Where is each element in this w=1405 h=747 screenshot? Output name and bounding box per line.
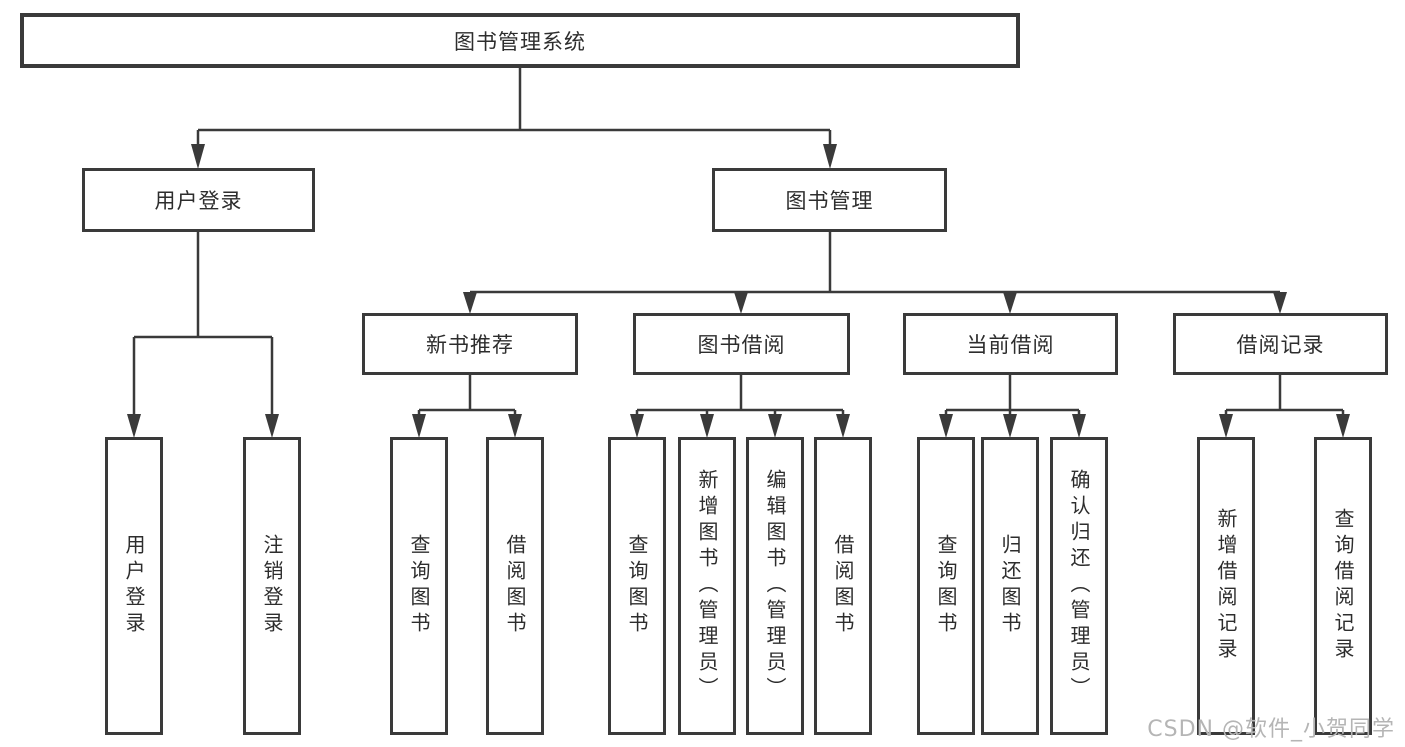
node-label: 新增图书（管理员）: [695, 469, 719, 703]
node-book-management: 图书管理: [712, 168, 947, 232]
arrow-down-icon: [1072, 414, 1086, 438]
node-label: 用户登录: [122, 534, 146, 638]
node-label: 借阅图书: [831, 534, 855, 638]
node-label: 新增借阅记录: [1214, 508, 1238, 664]
node-label: 归还图书: [998, 534, 1022, 638]
node-label: 用户登录: [154, 189, 243, 213]
arrow-down-icon: [265, 414, 279, 438]
node-leaf-borrow-books-2: 借阅图书: [814, 437, 872, 735]
connector-user-login-children: [127, 232, 279, 438]
arrow-down-icon: [700, 414, 714, 438]
node-book-borrowing: 图书借阅: [633, 313, 850, 375]
csdn-watermark: CSDN @软件_小贺同学: [1147, 717, 1395, 742]
node-label: 查询图书: [934, 534, 958, 638]
node-leaf-add-books-admin: 新增图书（管理员）: [678, 437, 736, 735]
node-label: 确认归还（管理员）: [1067, 469, 1091, 703]
node-leaf-confirm-return-admin: 确认归还（管理员）: [1050, 437, 1108, 735]
arrow-down-icon: [463, 292, 477, 314]
arrow-down-icon: [191, 144, 205, 169]
arrow-down-icon: [1003, 292, 1017, 314]
node-borrowing-records: 借阅记录: [1173, 313, 1388, 375]
node-label: 注销登录: [260, 534, 284, 638]
node-current-borrowing: 当前借阅: [903, 313, 1118, 375]
connector-new-book-recommend-children: [412, 375, 522, 438]
node-label: 借阅记录: [1236, 333, 1325, 357]
node-leaf-query-books-3: 查询图书: [917, 437, 975, 735]
arrow-down-icon: [823, 144, 837, 169]
node-leaf-edit-books-admin: 编辑图书（管理员）: [746, 437, 804, 735]
node-label: 图书管理系统: [454, 29, 586, 54]
node-new-book-recommend: 新书推荐: [362, 313, 578, 375]
connector-borrowing-records-children: [1219, 375, 1350, 438]
node-leaf-add-borrow-record: 新增借阅记录: [1197, 437, 1255, 735]
arrow-down-icon: [508, 414, 522, 438]
connector-book-borrowing-children: [630, 375, 850, 438]
node-label: 图书管理: [785, 189, 874, 213]
arrow-down-icon: [1003, 414, 1017, 438]
node-leaf-return-books: 归还图书: [981, 437, 1039, 735]
arrow-down-icon: [412, 414, 426, 438]
arrow-down-icon: [127, 414, 141, 438]
connector-current-borrowing-children: [939, 375, 1086, 438]
node-system-root: 图书管理系统: [20, 13, 1020, 68]
arrow-down-icon: [939, 414, 953, 438]
node-leaf-query-books-2: 查询图书: [608, 437, 666, 735]
arrow-down-icon: [630, 414, 644, 438]
arrow-down-icon: [1273, 292, 1287, 314]
node-leaf-query-books-1: 查询图书: [390, 437, 448, 735]
node-leaf-query-borrow-record: 查询借阅记录: [1314, 437, 1372, 735]
node-user-login: 用户登录: [82, 168, 315, 232]
arrow-down-icon: [1336, 414, 1350, 438]
node-label: 图书借阅: [697, 333, 786, 357]
arrow-down-icon: [734, 292, 748, 314]
node-label: 查询图书: [625, 534, 649, 638]
node-label: 新书推荐: [426, 333, 514, 357]
node-label: 查询图书: [407, 534, 431, 638]
node-label: 当前借阅: [966, 333, 1055, 357]
node-label: 借阅图书: [503, 534, 527, 638]
arrow-down-icon: [836, 414, 850, 438]
node-label: 编辑图书（管理员）: [763, 469, 787, 703]
node-leaf-user-login: 用户登录: [105, 437, 163, 735]
node-label: 查询借阅记录: [1331, 508, 1355, 664]
node-leaf-logout: 注销登录: [243, 437, 301, 735]
connector-book-management-children: [463, 232, 1287, 314]
arrow-down-icon: [1219, 414, 1233, 438]
node-leaf-borrow-books-1: 借阅图书: [486, 437, 544, 735]
connector-root-to-level2: [191, 68, 837, 169]
arrow-down-icon: [768, 414, 782, 438]
